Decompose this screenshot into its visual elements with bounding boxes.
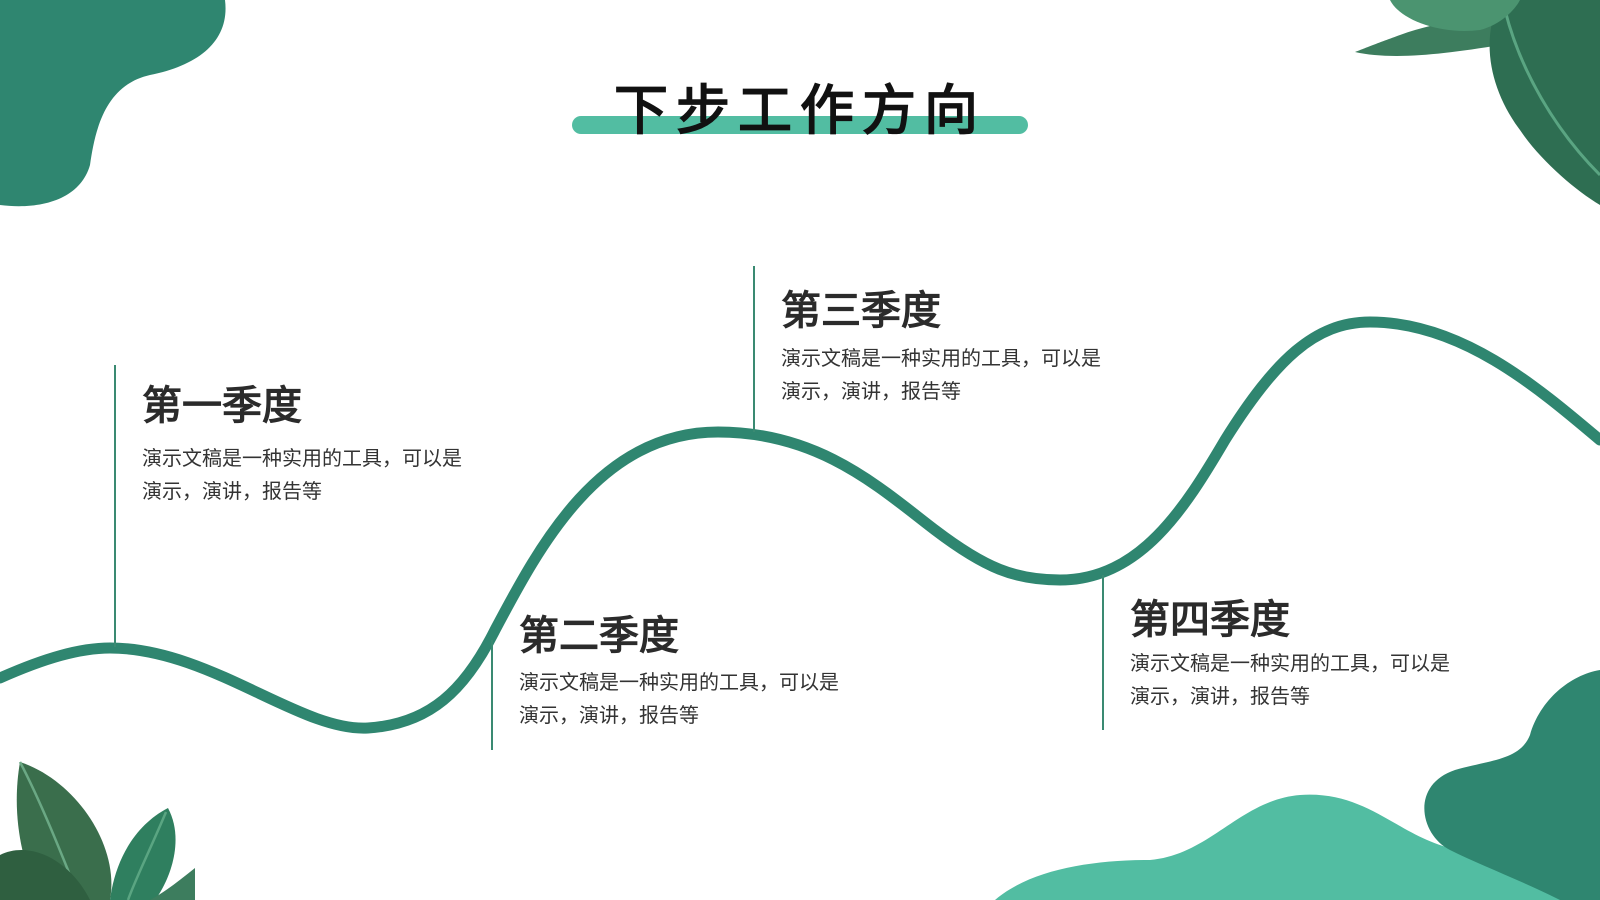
quarter-4-block: 第四季度 演示文稿是一种实用的工具，可以是 演示，演讲，报告等	[1102, 575, 1482, 730]
quarter-3-desc: 演示文稿是一种实用的工具，可以是 演示，演讲，报告等	[781, 342, 1141, 408]
top-left-blob	[0, 0, 226, 207]
quarter-4-desc-line2: 演示，演讲，报告等	[1130, 684, 1310, 708]
page-title: 下步工作方向	[614, 79, 986, 142]
title-block: 下步工作方向	[572, 58, 1028, 142]
quarter-2-block: 第二季度 演示文稿是一种实用的工具，可以是 演示，演讲，报告等	[491, 600, 871, 750]
bottom-right-dark-blob	[1424, 670, 1600, 900]
quarter-3-block: 第三季度 演示文稿是一种实用的工具，可以是 演示，演讲，报告等	[753, 266, 1133, 432]
quarter-3-desc-line1: 演示文稿是一种实用的工具，可以是	[781, 346, 1101, 370]
bottom-left-leaf-icon	[0, 761, 195, 900]
quarter-1-block: 第一季度 演示文稿是一种实用的工具，可以是 演示，演讲，报告等	[114, 365, 494, 647]
quarter-3-title: 第三季度	[781, 288, 941, 334]
top-right-leaf-icon	[1355, 0, 1600, 205]
quarter-1-marker-line	[114, 365, 116, 647]
quarter-4-desc-line1: 演示文稿是一种实用的工具，可以是	[1130, 651, 1450, 675]
quarter-3-desc-line2: 演示，演讲，报告等	[781, 379, 961, 403]
bottom-right-light-blob	[995, 794, 1600, 900]
quarter-2-desc: 演示文稿是一种实用的工具，可以是 演示，演讲，报告等	[519, 666, 879, 732]
quarter-4-title: 第四季度	[1130, 597, 1290, 643]
quarter-1-desc-line1: 演示文稿是一种实用的工具，可以是	[142, 446, 462, 470]
quarter-4-marker-line	[1102, 575, 1104, 730]
quarter-1-title: 第一季度	[142, 383, 302, 429]
title-underline-bar	[572, 116, 1028, 134]
quarter-3-marker-line	[753, 266, 755, 432]
quarter-4-desc: 演示文稿是一种实用的工具，可以是 演示，演讲，报告等	[1130, 647, 1490, 713]
quarter-2-marker-line	[491, 640, 493, 750]
quarter-2-desc-line1: 演示文稿是一种实用的工具，可以是	[519, 670, 839, 694]
quarter-2-desc-line2: 演示，演讲，报告等	[519, 703, 699, 727]
quarter-1-desc-line2: 演示，演讲，报告等	[142, 479, 322, 503]
timeline-wave	[0, 316, 1600, 734]
quarter-2-title: 第二季度	[519, 613, 679, 659]
quarter-1-desc: 演示文稿是一种实用的工具，可以是 演示，演讲，报告等	[142, 442, 502, 508]
